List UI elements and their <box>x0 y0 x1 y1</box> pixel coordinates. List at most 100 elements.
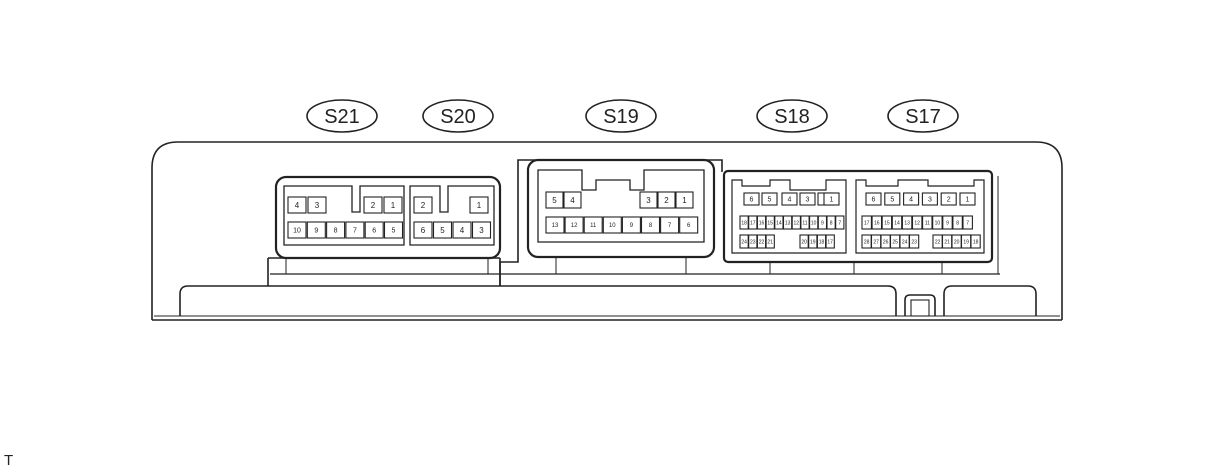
pin-s17-row3-9: 19 <box>960 234 972 249</box>
pin-s18-row3-1-label: 23 <box>750 239 756 245</box>
pin-s21-top-3-label: 1 <box>391 201 396 210</box>
pin-s17-row2-8: 9 <box>942 215 953 230</box>
pin-s18-row3-5: 19 <box>808 234 818 249</box>
pin-s19-bottom-5: 8 <box>640 216 661 234</box>
pin-s18-row3-0-label: 24 <box>741 239 747 245</box>
pin-s17-row2-7: 10 <box>932 215 943 230</box>
pin-s17-row1-0: 6 <box>865 192 882 206</box>
pin-s17-row3-1: 27 <box>870 234 882 249</box>
pin-s20-top-1-label: 1 <box>477 201 482 210</box>
pin-s18-row1-2-label: 4 <box>788 197 792 204</box>
pin-s17-row1-5: 1 <box>959 192 976 206</box>
pin-s19-bottom-5-label: 8 <box>649 223 653 229</box>
pin-s17-row2-8-label: 9 <box>946 220 949 226</box>
connector-frame-s18-s17 <box>722 169 994 264</box>
pin-s20-bottom-0: 6 <box>413 221 433 239</box>
pin-s17-row1-5-label: 1 <box>966 197 970 204</box>
pin-s21-top-2: 2 <box>363 196 383 214</box>
pin-s18-row2-2: 16 <box>756 215 767 230</box>
pin-s18-row2-7: 11 <box>800 215 810 230</box>
pin-s17-row3-7: 21 <box>941 234 953 249</box>
pin-s21-bottom-5-label: 5 <box>392 228 396 235</box>
pin-s17-row2-3: 14 <box>891 215 903 230</box>
connector-label-s18-text: S18 <box>774 106 810 128</box>
pin-s19-bottom-6: 7 <box>660 216 680 234</box>
pin-s20-top-1: 1 <box>469 196 489 214</box>
pin-s18-row2-9: 9 <box>817 215 828 230</box>
pin-s17-row1-1-label: 5 <box>890 197 894 204</box>
pin-s21-bottom-2: 8 <box>326 221 346 239</box>
pin-s19-bottom-2: 11 <box>583 216 603 234</box>
pin-s18-row2-3-label: 15 <box>767 220 773 226</box>
pin-s18-row2-11-label: 7 <box>838 220 841 226</box>
pin-s18-row1-0-label: 6 <box>750 197 754 204</box>
pin-s18-row2-1-label: 17 <box>750 220 756 226</box>
pin-s17-row2-7-label: 10 <box>935 220 941 226</box>
pin-s19-bottom-2-label: 11 <box>590 223 597 229</box>
connector-label-s17-text: S17 <box>905 106 941 128</box>
connector-s18-housing <box>731 179 847 254</box>
pin-s18-row1-5-label: 1 <box>830 197 834 204</box>
pin-s17-row1-4-label: 2 <box>947 197 951 204</box>
pin-s19-top-2-label: 3 <box>646 196 651 205</box>
pin-s18-row3-2: 22 <box>756 234 767 249</box>
pin-s18-row1-1-label: 5 <box>768 197 772 204</box>
pin-s18-row3-1: 23 <box>748 234 758 249</box>
pin-s17-row3-6-label: 22 <box>935 239 941 245</box>
pin-s19-bottom-0-label: 13 <box>552 223 559 229</box>
pin-s17-row3-6: 22 <box>932 234 943 249</box>
pin-s18-row3-7: 17 <box>825 234 835 249</box>
pin-s17-row1-2-label: 4 <box>909 197 913 204</box>
pin-s18-row3-4-label: 20 <box>801 239 807 245</box>
pin-s17-row1-3-label: 3 <box>928 197 932 204</box>
pin-s17-row2-0: 17 <box>861 215 872 230</box>
pin-s21-top-3: 1 <box>383 196 403 214</box>
ecu-housing <box>151 141 1063 321</box>
pin-s18-row3-4: 20 <box>799 234 809 249</box>
pin-s18-row2-1: 17 <box>748 215 758 230</box>
pin-s18-row2-9-label: 9 <box>821 220 824 226</box>
pin-s19-top-2: 3 <box>639 191 658 209</box>
pin-s20-bottom-0-label: 6 <box>421 226 426 235</box>
pin-s18-row1-2: 4 <box>781 192 798 206</box>
pin-s18-row2-5-label: 13 <box>785 220 791 226</box>
pin-s18-row1-0: 6 <box>743 192 760 206</box>
pin-s17-row2-1-label: 16 <box>874 220 880 226</box>
pin-s18-row2-5: 13 <box>782 215 793 230</box>
pin-s17-row3-0-label: 28 <box>864 239 870 245</box>
connector-label-s19-text: S19 <box>603 106 639 128</box>
pin-s17-row3-10-label: 18 <box>973 239 979 245</box>
pin-s19-top-0-label: 5 <box>552 196 557 205</box>
pin-s17-row3-5: 23 <box>908 234 920 249</box>
pin-s17-row2-10: 7 <box>962 215 973 230</box>
pin-s17-row3-9-label: 19 <box>963 239 969 245</box>
pin-s18-row2-10: 8 <box>826 215 836 230</box>
connector-label-s20-text: S20 <box>440 106 476 128</box>
pin-s19-bottom-1-label: 12 <box>571 223 578 229</box>
pin-s17-row2-4: 13 <box>901 215 913 230</box>
pin-s17-row3-4: 24 <box>899 234 910 249</box>
pin-s17-row2-6: 11 <box>922 215 933 230</box>
pin-s17-row2-3-label: 14 <box>894 220 900 226</box>
pin-s17-row1-1: 5 <box>884 192 901 206</box>
pin-s18-row2-8: 10 <box>809 215 819 230</box>
connector-s19-housing <box>537 169 705 243</box>
pin-s17-row2-6-label: 11 <box>925 220 930 226</box>
pin-s18-row1-3: 3 <box>799 192 816 206</box>
pin-s18-row2-6: 12 <box>791 215 801 230</box>
pin-s17-row3-10: 18 <box>970 234 981 249</box>
pin-s21-bottom-0-label: 10 <box>293 228 301 235</box>
pin-s19-bottom-4-label: 9 <box>630 223 634 229</box>
pin-s19-top-4: 1 <box>675 191 694 209</box>
pin-s21-top-1: 3 <box>307 196 327 214</box>
pin-s17-row1-0-label: 6 <box>872 197 876 204</box>
pin-s18-row3-6: 18 <box>816 234 827 249</box>
pin-s21-top-2-label: 2 <box>371 201 376 210</box>
pin-s19-top-3-label: 2 <box>664 196 669 205</box>
pin-s20-bottom-1: 5 <box>432 221 453 239</box>
pin-s21-bottom-1: 9 <box>306 221 326 239</box>
pin-s21-bottom-3-label: 7 <box>353 228 357 235</box>
pin-s17-row3-3: 25 <box>889 234 901 249</box>
pin-s17-row3-1-label: 27 <box>873 239 879 245</box>
